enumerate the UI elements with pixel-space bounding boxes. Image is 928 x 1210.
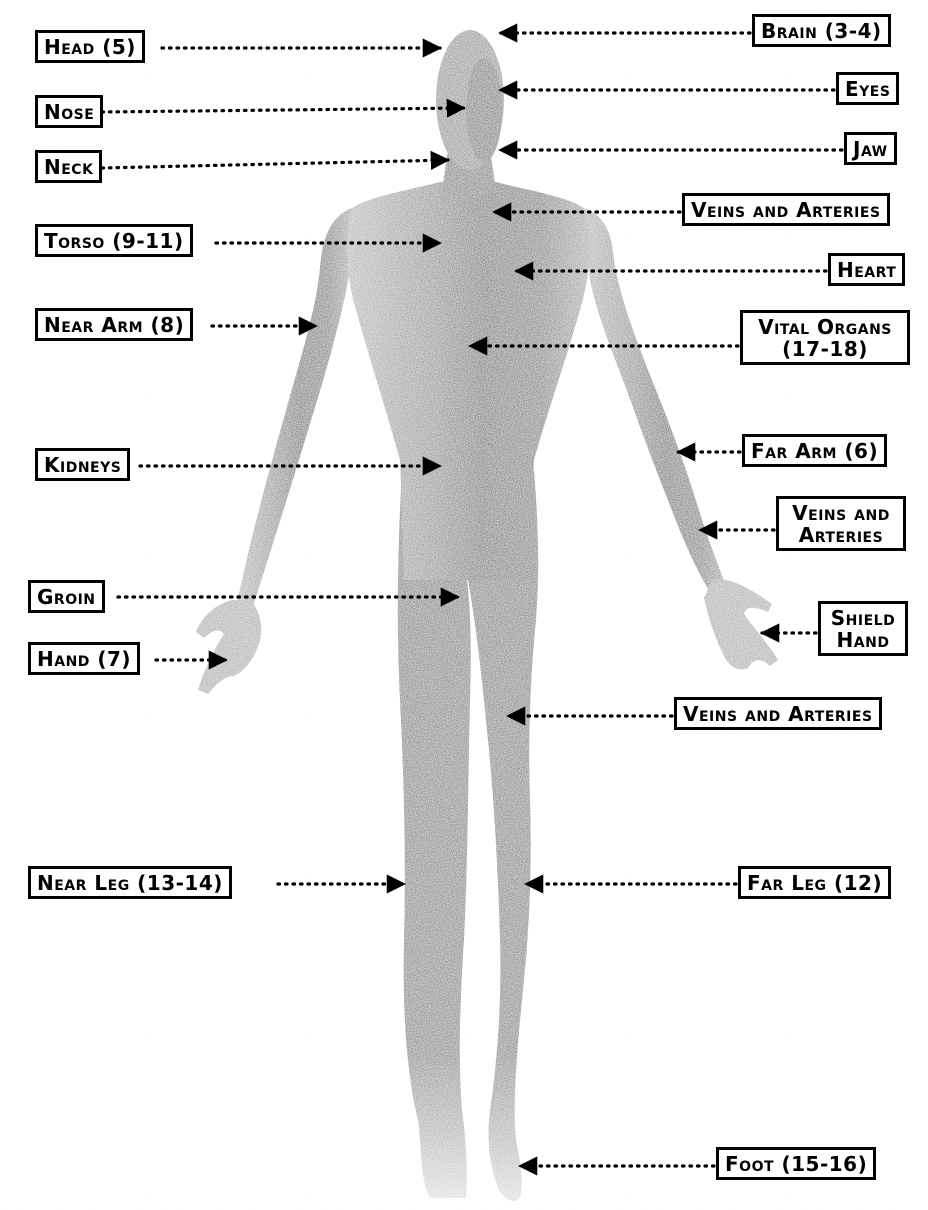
label-groin: Groin [28, 580, 105, 613]
label-shield-hand: Shield Hand [818, 601, 908, 656]
label-head: Head (5) [35, 30, 145, 63]
label-brain: Brain (3-4) [752, 14, 891, 47]
label-torso: Torso (9-11) [35, 224, 193, 257]
label-veins-neck: Veins and Arteries [682, 193, 890, 226]
label-near-leg: Near Leg (13-14) [28, 866, 232, 899]
label-eyes: Eyes [836, 72, 899, 105]
label-far-arm: Far Arm (6) [742, 434, 887, 467]
label-foot: Foot (15-16) [716, 1147, 876, 1180]
label-shield-hand-line2: Hand [827, 629, 899, 651]
label-veins-arm-line2: Arteries [785, 524, 897, 546]
label-far-leg: Far Leg (12) [738, 866, 891, 899]
label-veins-arm-line1: Veins and [785, 502, 897, 524]
label-heart: Heart [828, 253, 905, 286]
label-veins-arm: Veins and Arteries [776, 496, 906, 551]
label-vital-organs-line2: (17-18) [749, 338, 901, 360]
label-neck: Neck [35, 150, 102, 183]
label-vital-organs-line1: Vital Organs [749, 316, 901, 338]
label-hand: Hand (7) [28, 642, 140, 675]
label-veins-leg: Veins and Arteries [674, 697, 882, 730]
label-nose: Nose [35, 95, 103, 128]
label-shield-hand-line1: Shield [827, 607, 899, 629]
label-near-arm: Near Arm (8) [35, 308, 193, 341]
face-shade [466, 58, 502, 162]
label-jaw: Jaw [844, 132, 897, 165]
label-vital-organs: Vital Organs (17-18) [740, 310, 910, 365]
label-kidneys: Kidneys [35, 448, 130, 481]
